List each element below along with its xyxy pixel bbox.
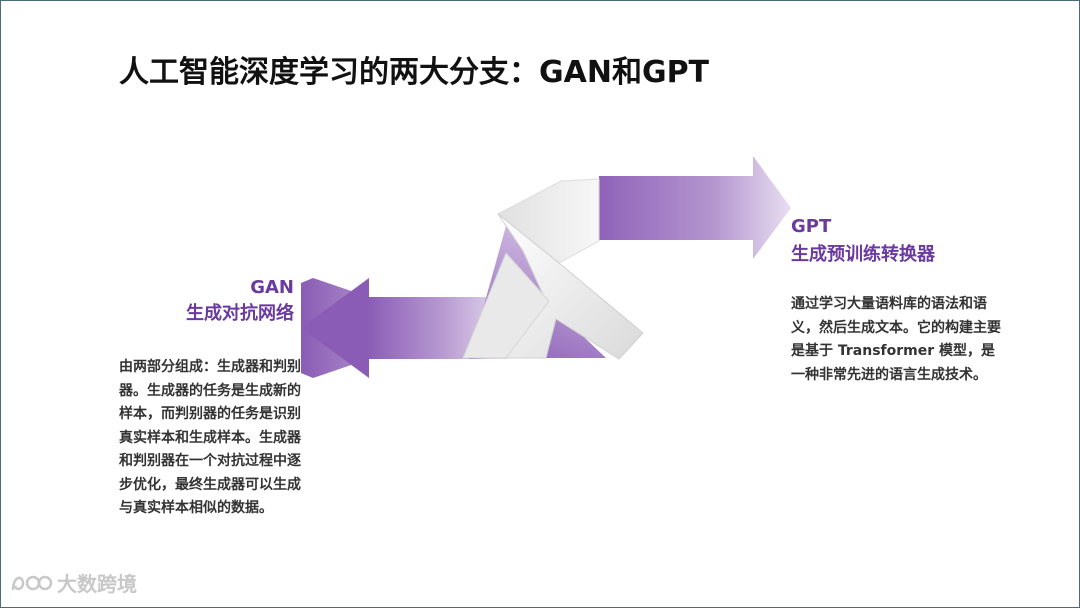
gpt-subtitle: 生成预训练转换器 bbox=[791, 244, 935, 265]
brand-logo-icon bbox=[11, 575, 53, 590]
gpt-arrow bbox=[599, 156, 791, 259]
watermark-text: 大数跨境 bbox=[57, 572, 137, 596]
fold-ribbon-front bbox=[497, 213, 644, 360]
page-title: 人工智能深度学习的两大分支：GAN和GPT bbox=[119, 55, 710, 90]
gpt-name: GPT bbox=[791, 216, 832, 237]
gan-heading: GAN 生成对抗网络 bbox=[186, 275, 294, 327]
gan-description: 由两部分组成：生成器和判别器。生成器的任务是生成新的样本，而判别器的任务是识别真… bbox=[119, 359, 301, 516]
fold-ribbon-strip bbox=[462, 252, 550, 359]
gpt-description: 通过学习大量语料库的语法和语义，然后生成文本。它的构建主要是基于 Transfo… bbox=[791, 296, 1001, 383]
watermark: 大数跨境 bbox=[9, 568, 137, 597]
gpt-heading: GPT 生成预训练转换器 bbox=[791, 213, 935, 269]
gan-name: GAN bbox=[250, 277, 294, 298]
gan-subtitle: 生成对抗网络 bbox=[186, 303, 294, 324]
gan-arrow-head bbox=[301, 278, 369, 378]
